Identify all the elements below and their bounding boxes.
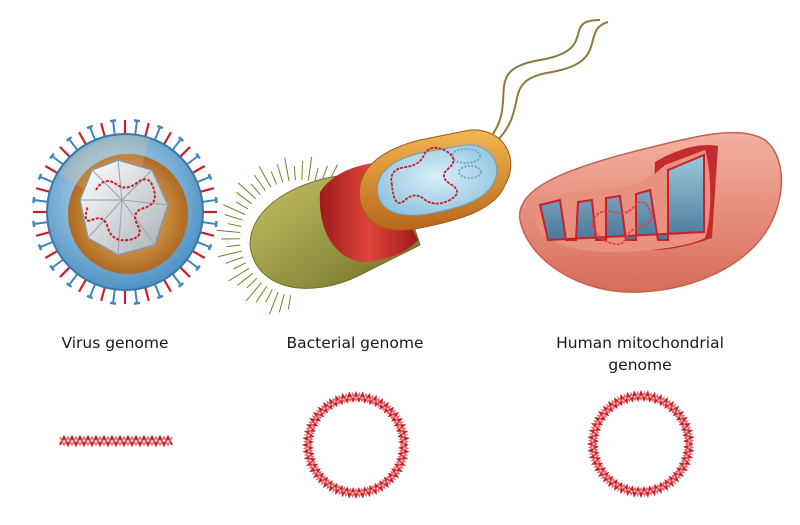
mitochondrial-genome-label: Human mitochondrial genome [540,332,740,376]
virus-genome-label: Virus genome [40,332,190,354]
bacterium-flagellum [490,20,608,140]
linear-genome-symbol [60,437,172,445]
mitochondrion-illustration [520,133,782,293]
bacterial-circular-genome-symbol [305,394,408,497]
mitochondrial-genome-label-line2: genome [540,354,740,376]
mitochondrial-circular-genome-symbol [590,393,693,496]
bacterium-illustration [216,20,608,314]
mitochondrial-genome-label-line1: Human mitochondrial [540,332,740,354]
bacterial-genome-label: Bacterial genome [270,332,440,354]
virus-illustration [33,120,217,304]
